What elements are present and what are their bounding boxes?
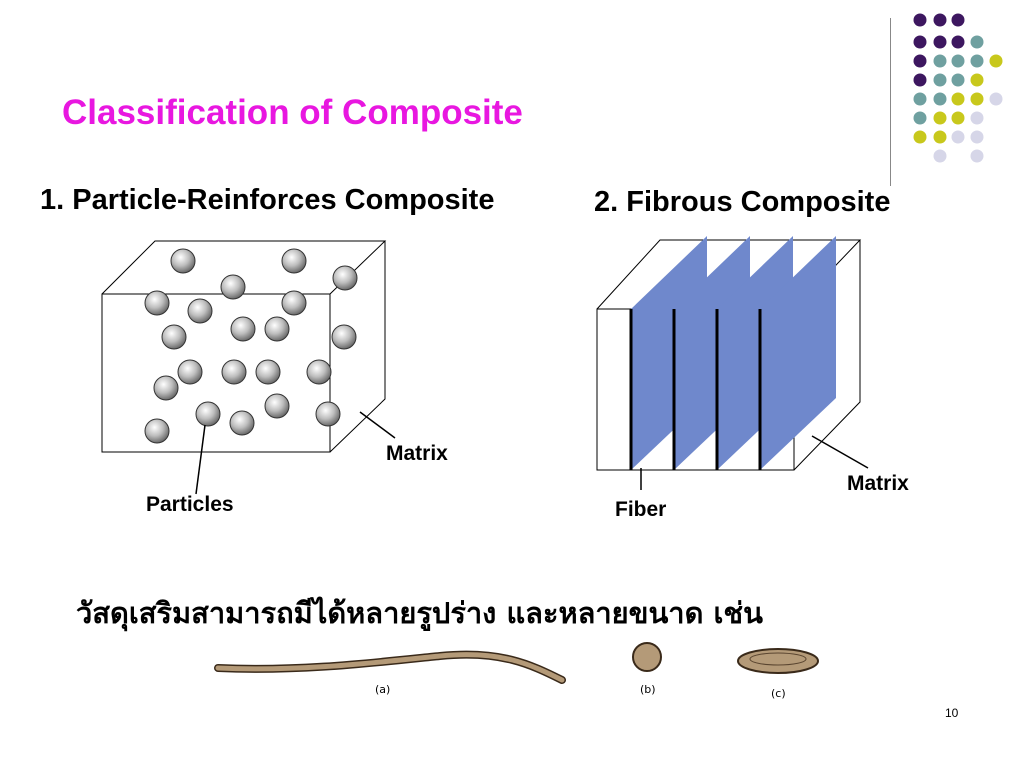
caption-b: (b) — [640, 683, 656, 696]
caption-a: (a) — [375, 683, 391, 696]
matrix-label: Matrix — [386, 442, 448, 465]
particle — [221, 359, 247, 385]
matrix-label-fibrous: Matrix — [847, 472, 909, 495]
matrix-cube — [101, 240, 387, 453]
particles-pointer-arrow — [195, 424, 206, 495]
thai-description: วัสดุเสริมสามารถมีได้หลายรูปร่าง และหลาย… — [76, 596, 763, 630]
fibers-group — [629, 236, 836, 470]
particle — [153, 375, 179, 401]
particle-shape-b — [632, 642, 662, 672]
particle — [144, 418, 170, 444]
slide-title: Classification of Composite — [62, 93, 523, 132]
particle — [281, 248, 307, 274]
particle — [195, 401, 221, 427]
particle — [264, 316, 290, 342]
particles-label: Particles — [146, 493, 234, 516]
page-number: 10 — [945, 706, 959, 720]
particle — [230, 316, 256, 342]
particle — [187, 298, 213, 324]
particle — [220, 274, 246, 300]
particle — [255, 359, 281, 385]
fiber-label: Fiber — [615, 498, 667, 521]
decorative-divider — [890, 18, 891, 186]
particle — [331, 324, 357, 350]
section-heading-fibrous: 2. Fibrous Composite — [594, 186, 891, 218]
particle — [332, 265, 358, 291]
particle — [177, 359, 203, 385]
fiber-sheet — [760, 236, 836, 470]
particles-group — [144, 248, 358, 444]
particle — [229, 410, 255, 436]
particle — [161, 324, 187, 350]
section-heading-particle: 1. Particle-Reinforces Composite — [40, 184, 495, 216]
particle — [306, 359, 332, 385]
caption-c: (c) — [771, 687, 786, 700]
particle — [315, 401, 341, 427]
particle — [264, 393, 290, 419]
matrix-pointer-arrow — [359, 411, 396, 439]
particle — [281, 290, 307, 316]
matrix-pointer-arrow-2 — [811, 435, 869, 469]
particle — [170, 248, 196, 274]
particle — [144, 290, 170, 316]
